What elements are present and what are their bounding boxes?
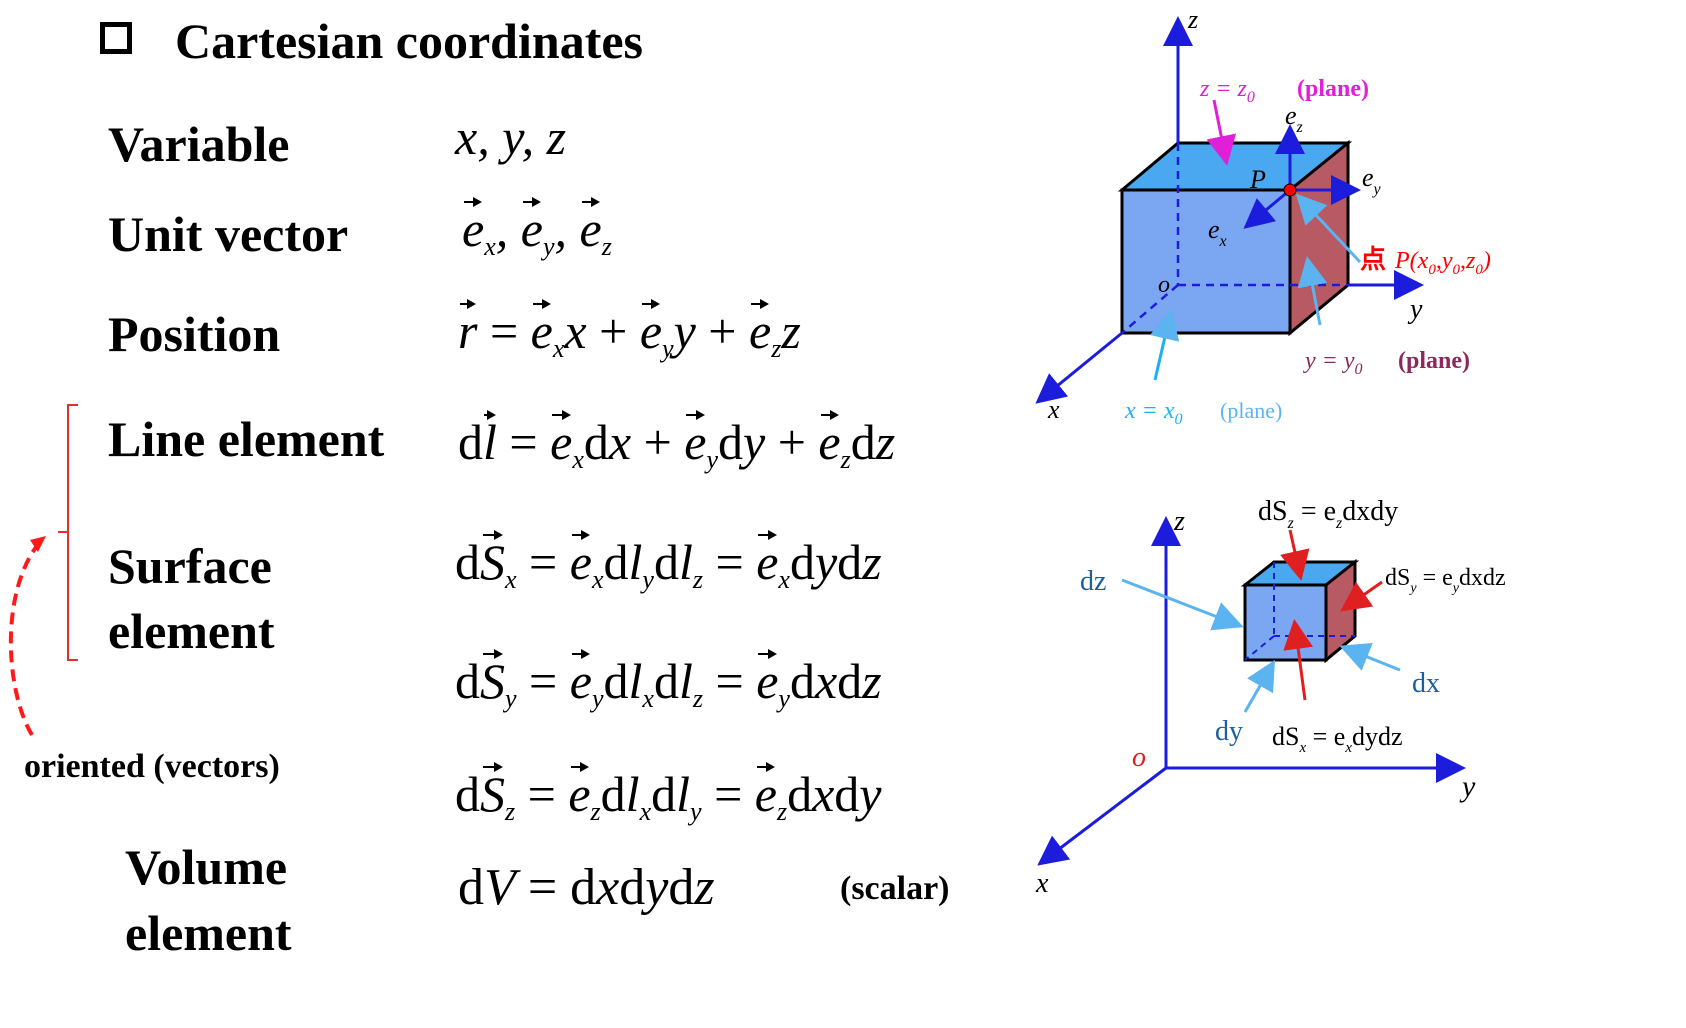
svg-text:y: y	[1407, 294, 1423, 325]
svg-text:z: z	[1173, 506, 1185, 537]
svg-text:o: o	[1132, 742, 1146, 773]
svg-text:P: P	[1249, 165, 1266, 194]
svg-text:(plane): (plane)	[1220, 398, 1282, 423]
surface-element-label-2: element	[108, 603, 275, 659]
ex-vector	[1243, 188, 1291, 229]
volume-element-label-2: element	[125, 905, 292, 961]
position-equation: r = exx + eyy + ezz	[458, 299, 801, 364]
svg-text:(plane): (plane)	[1297, 76, 1369, 102]
scalar-note: (scalar)	[840, 870, 950, 907]
svg-text:dx: dx	[1412, 668, 1440, 699]
line-element-equation: dl = exdx + eydy + ezdz	[458, 410, 896, 475]
svg-text:x: x	[1047, 395, 1060, 424]
checkbox-bullet-icon	[100, 22, 132, 54]
cartesian-point-diagram: z y x o P z = z0 (plane) ez ey ex 点 P(x0…	[1035, 5, 1491, 428]
svg-text:dSz = ezdxdy: dSz = ezdxdy	[1258, 496, 1398, 532]
x-axis	[1035, 331, 1123, 404]
surface-element-label-1: Surface	[108, 538, 272, 594]
differential-elements-diagram: z y x o dz dx dy dSz = ezdxdy dSy = eydx…	[1035, 496, 1506, 899]
svg-text:x = x0: x = x0	[1124, 398, 1183, 428]
surface-x-equation: dSx = exdlydlz = exdydz	[455, 530, 882, 595]
volume-element-label-1: Volume	[125, 839, 288, 895]
svg-text:y: y	[1459, 770, 1476, 803]
point-p	[1283, 183, 1297, 197]
svg-text:ez: ez	[1285, 101, 1304, 136]
page-title: Cartesian coordinates	[175, 13, 643, 69]
surface-z-equation: dSz = ezdlxdly = ezdxdy	[455, 762, 882, 827]
bracket-graphic	[8, 404, 78, 737]
unit-vector-equation: ex, ey, ez	[462, 197, 612, 262]
svg-text:dSy = eydxdz: dSy = eydxdz	[1385, 565, 1506, 596]
svg-text:z: z	[1187, 5, 1198, 34]
dashed-arrow-icon	[8, 540, 42, 737]
variable-equation: x, y, z	[455, 109, 567, 165]
svg-text:o: o	[1158, 272, 1170, 298]
svg-text:z = z0: z = z0	[1199, 76, 1255, 106]
variable-label: Variable	[108, 116, 290, 172]
svg-text:dSx = exdydz: dSx = exdydz	[1272, 722, 1403, 756]
svg-text:dz: dz	[1080, 566, 1106, 597]
oriented-note: oriented (vectors)	[24, 748, 280, 785]
volume-equation: dV = dxdydz	[458, 859, 715, 916]
svg-text:dy: dy	[1215, 716, 1243, 747]
svg-text:x: x	[1035, 868, 1049, 899]
svg-text:P(x0,y0,z0): P(x0,y0,z0)	[1394, 248, 1491, 278]
svg-text:(plane): (plane)	[1398, 348, 1470, 374]
position-label: Position	[108, 306, 281, 362]
line-element-label: Line element	[108, 411, 385, 467]
svg-text:y = y0: y = y0	[1303, 348, 1363, 378]
svg-text:点: 点	[1360, 244, 1386, 274]
surface-y-equation: dSy = eydlxdlz = eydxdz	[455, 649, 882, 714]
unit-vector-label: Unit vector	[108, 206, 349, 262]
svg-text:ey: ey	[1362, 163, 1382, 198]
